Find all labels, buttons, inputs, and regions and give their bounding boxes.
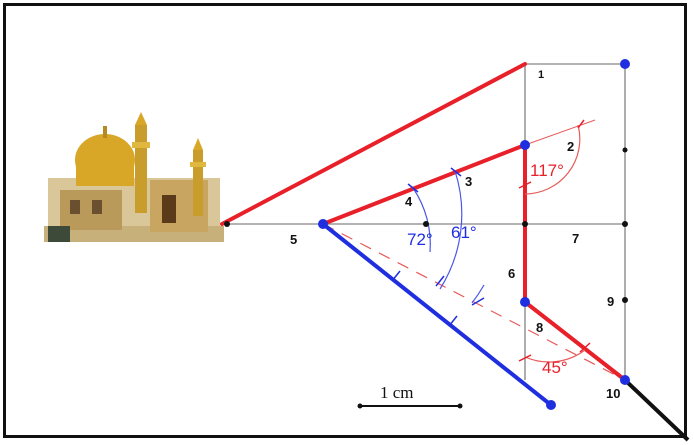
- mosque-picture: [44, 112, 224, 242]
- point-7: [622, 221, 628, 227]
- figure-frame: [3, 3, 687, 438]
- points: [224, 59, 630, 410]
- scale-bar-label: 1 cm: [380, 383, 414, 402]
- angle-label-45: 45°: [542, 358, 568, 377]
- point-5: [318, 219, 328, 229]
- label-2: 2: [567, 139, 574, 154]
- arc-small: [471, 284, 485, 304]
- label-1: 1: [538, 69, 544, 81]
- point-on-6: [522, 221, 528, 227]
- label-5: 5: [290, 232, 297, 247]
- arc-117: [524, 124, 581, 195]
- label-3: 3: [465, 174, 472, 189]
- arc-72: [412, 187, 431, 253]
- point-9: [622, 297, 628, 303]
- point-10: [620, 375, 630, 385]
- point-3-top: [520, 140, 530, 150]
- red-line-5-3: [321, 143, 527, 226]
- arc-45: [524, 349, 586, 363]
- arc-61: [439, 170, 463, 290]
- dashed-sight-line: [322, 223, 626, 381]
- label-6: 6: [508, 266, 515, 281]
- blue-line: [321, 222, 553, 407]
- angle-label-72: 72°: [407, 230, 433, 249]
- label-4: 4: [405, 194, 413, 209]
- label-9: 9: [607, 294, 614, 309]
- thin-red-ray: [524, 119, 596, 146]
- label-8: 8: [536, 320, 543, 335]
- angle-label-117: 117°: [530, 161, 564, 180]
- angle-labels: 117° 72° 61° 45°: [407, 161, 568, 377]
- red-path: [220, 62, 627, 382]
- scale-bar: 1 cm: [357, 383, 463, 409]
- red-line-8: [523, 300, 627, 382]
- angle-arcs: [412, 124, 586, 363]
- red-line-long: [220, 62, 527, 226]
- point-labels: 1 2 3 4 5 6 7 8 9 10: [290, 69, 620, 401]
- point-8: [520, 297, 530, 307]
- angle-label-61: 61°: [451, 223, 477, 242]
- label-7: 7: [572, 231, 579, 246]
- black-tail-line: [623, 378, 690, 442]
- point-left-end: [224, 221, 230, 227]
- point-blue-end: [546, 400, 556, 410]
- point-4: [423, 221, 429, 227]
- point-mid-right: [622, 147, 628, 153]
- point-top-right: [620, 59, 630, 69]
- tick-marks: [391, 119, 591, 362]
- label-10: 10: [606, 386, 620, 401]
